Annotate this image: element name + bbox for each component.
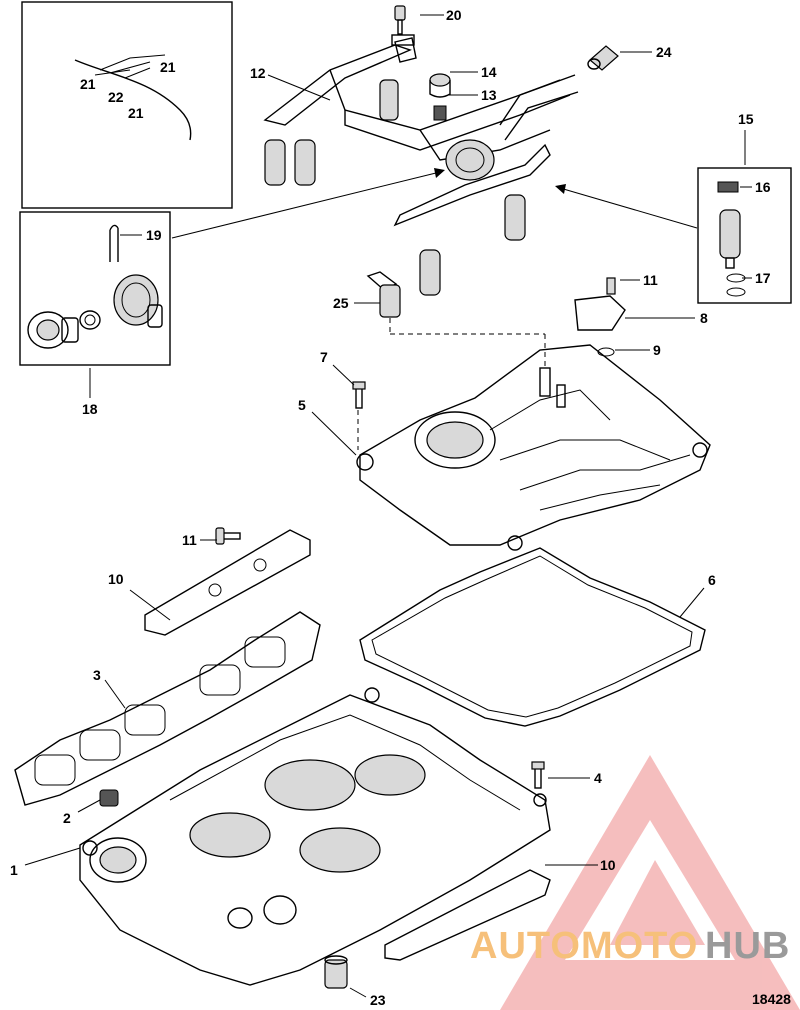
callout-10-upper: 10 — [108, 571, 124, 587]
callout-5: 5 — [298, 397, 306, 413]
figure-number: 18428 — [752, 991, 791, 1007]
callout-22: 22 — [108, 89, 124, 105]
callout-8: 8 — [700, 310, 708, 326]
leader-lines — [24, 14, 752, 998]
inset-box-injector — [697, 167, 792, 304]
upper-gasket — [359, 547, 706, 727]
upper-intake-manifold — [356, 344, 711, 551]
callout-23: 23 — [370, 992, 386, 1008]
callout-4: 4 — [594, 770, 602, 786]
callout-17: 17 — [755, 270, 771, 286]
callout-3: 3 — [93, 667, 101, 683]
callout-24: 24 — [656, 44, 672, 60]
callout-21-left: 21 — [80, 76, 96, 92]
callout-15: 15 — [738, 111, 754, 127]
callout-11-top: 11 — [643, 272, 658, 288]
callout-16: 16 — [755, 179, 771, 195]
watermark-text-automoto: AUTOMOTO — [470, 925, 698, 967]
callout-13: 13 — [481, 87, 497, 103]
callout-14: 14 — [481, 64, 497, 80]
callout-9: 9 — [653, 342, 661, 358]
callout-25: 25 — [333, 295, 349, 311]
callout-21-bottom: 21 — [128, 105, 144, 121]
intake-gasket — [14, 611, 321, 806]
callout-10-lower: 10 — [600, 857, 616, 873]
callout-7: 7 — [320, 349, 328, 365]
callout-2: 2 — [63, 810, 71, 826]
callout-20: 20 — [446, 7, 462, 23]
callout-18: 18 — [82, 401, 98, 417]
fuel-rail-assembly — [263, 34, 579, 296]
lower-intake-manifold — [79, 687, 551, 986]
callout-21-right: 21 — [160, 59, 176, 75]
inset-box-wiring — [21, 1, 233, 209]
callout-labels: 20 24 12 14 13 15 16 17 19 18 11 8 9 25 … — [10, 7, 791, 1008]
watermark-logo — [500, 755, 800, 1010]
callout-11-mid: 11 — [182, 532, 197, 548]
inset-box-pressure-regulator — [19, 211, 171, 366]
callout-19: 19 — [146, 227, 162, 243]
callout-12: 12 — [250, 65, 266, 81]
watermark-text-hub: HUB — [705, 925, 790, 967]
callout-6: 6 — [708, 572, 716, 588]
callout-1: 1 — [10, 862, 18, 878]
